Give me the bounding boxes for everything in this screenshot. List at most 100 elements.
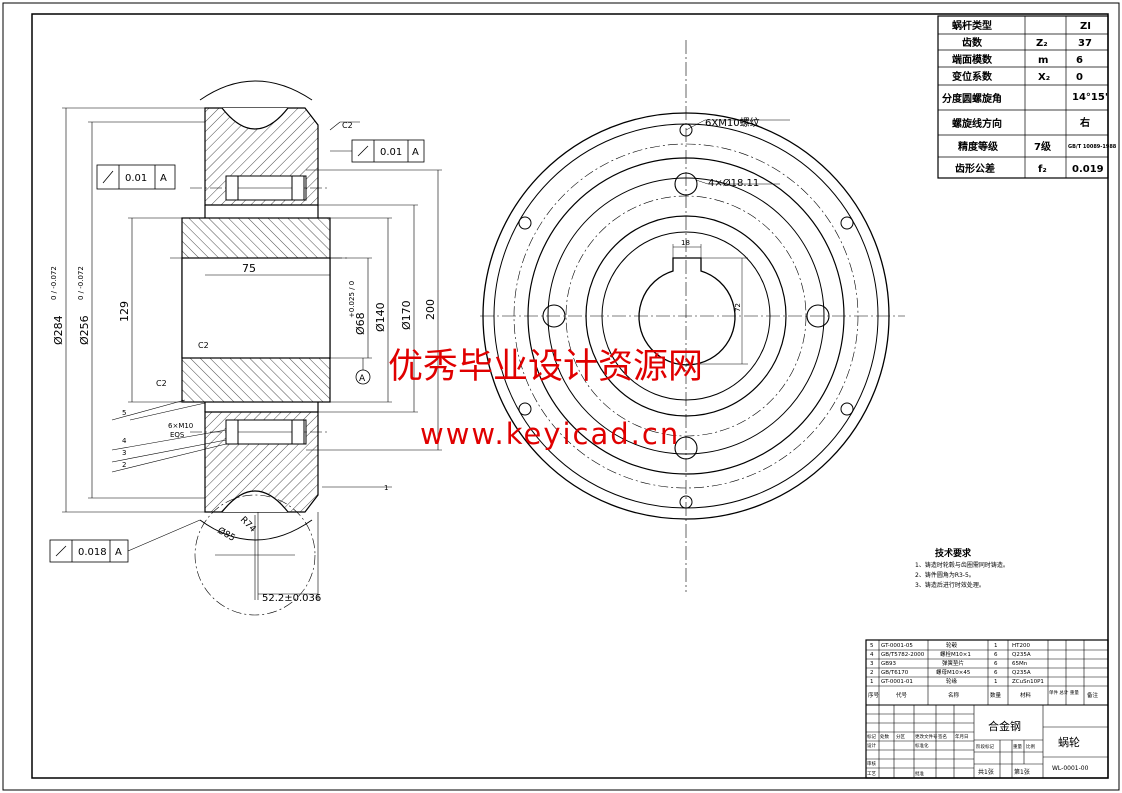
side-view-labels: 6XM10螺纹 4×Ø18.11 18 72 (681, 116, 760, 312)
bom-name-4: 轮缘 (946, 677, 958, 685)
chamfer-c2-left: C2 (156, 379, 167, 388)
watermark: 优秀毕业设计资源网 www.keyicad.cn (388, 347, 703, 451)
threaded-holes-label: 6XM10螺纹 (705, 116, 760, 129)
watermark-url: www.keyicad.cn (420, 417, 680, 451)
dim-d68-tol: +0.025 / 0 (348, 281, 356, 318)
tb-label-process: 工艺 (867, 771, 876, 777)
param-label-1: 齿数 (962, 36, 983, 49)
bom-code-0: GT-0001-05 (881, 643, 913, 649)
title-block-text: 合金钢 蜗轮 WL-0001-00 共1张 第1张 标记 处数 分区 更改文件号… (867, 719, 1089, 777)
bom-head-weight: 单件 总计 重量 (1049, 689, 1079, 696)
dim-d170: Ø170 (400, 300, 413, 330)
param-val-0: ZI (1080, 21, 1091, 32)
param-val-3: 0 (1076, 72, 1083, 83)
drawing-number: WL-0001-00 (1052, 765, 1089, 772)
bom-mat-1: Q235A (1012, 652, 1031, 658)
param-sym-2: m (1038, 55, 1048, 66)
dim-phi85: Ø85 (216, 525, 238, 544)
bom-head-name: 名称 (948, 691, 960, 699)
param-sym-1: Z₂ (1036, 38, 1048, 49)
bom-text: 5 GT-0001-05 轮毂 1 HT200 4 GB/T5782-2000 … (868, 641, 1099, 699)
param-label-2: 端面模数 (952, 53, 993, 66)
param-label-0: 蜗杆类型 (952, 19, 992, 32)
dim-d284-tol: 0 / -0.072 (50, 266, 58, 300)
sheet-number: 第1张 (1014, 768, 1030, 776)
param-val-5: 右 (1079, 116, 1090, 129)
param-val-4: 14°15' (1072, 92, 1108, 103)
dim-d140: Ø140 (374, 302, 387, 332)
param-val-2: 6 (1076, 55, 1083, 66)
bom-no-0: 5 (870, 643, 874, 649)
callout-2: 2 (122, 461, 126, 469)
bom-no-1: 4 (870, 652, 874, 658)
tech-requirements: 技术要求 1、铸造时轮毂与齿圈需同时铸造。 2、铸件圆角为R3-5。 3、铸造后… (915, 547, 1009, 589)
bom-code-2: GB93 (881, 661, 897, 667)
dim-129: 129 (118, 301, 131, 322)
bom-mat-4: ZCuSn10P1 (1012, 679, 1044, 685)
dim-d68: Ø68 (354, 312, 367, 335)
bom-name-3: 螺母M10×45 (936, 668, 971, 676)
bom-code-4: GT-0001-01 (881, 679, 913, 685)
bom-grid (865, 639, 1109, 779)
bom-code-3: GB/T6170 (881, 670, 909, 676)
param-sym-3: X₂ (1038, 72, 1050, 83)
key-height: 72 (734, 303, 742, 312)
param-val-1: 37 (1078, 38, 1092, 49)
tech-item-1: 1、铸造时轮毂与齿圈需同时铸造。 (915, 561, 1009, 569)
key-width: 18 (681, 239, 690, 247)
tb-label-review: 审核 (867, 760, 876, 767)
watermark-title: 优秀毕业设计资源网 (388, 347, 703, 387)
bom-mat-2: 65Mn (1012, 661, 1028, 667)
inner-border (31, 13, 1109, 779)
bom-qty-4: 1 (994, 679, 998, 685)
sheet-total: 共1张 (978, 768, 994, 776)
tb-label-count: 处数 (880, 733, 889, 740)
part-name: 蜗轮 (1058, 735, 1080, 749)
tb-label-mark: 标记 (867, 733, 876, 740)
tb-label-design: 设计 (867, 742, 876, 749)
tb-label-stage: 阶段标记 (976, 743, 994, 750)
param-label-3: 变位系数 (952, 70, 993, 83)
bom-head-code: 代号 (896, 691, 908, 699)
callout-5: 5 (122, 409, 126, 417)
gtol2-ref: A (412, 147, 419, 158)
tb-label-date: 年月日 (955, 733, 969, 740)
param-sym-7: f₂ (1038, 164, 1047, 175)
parameter-table (937, 15, 1109, 179)
bolt-holes-label: 4×Ø18.11 (708, 177, 759, 189)
bom-qty-3: 6 (994, 670, 998, 676)
tb-label-std: 标准化 (915, 742, 929, 749)
tb-label-zone: 分区 (896, 733, 905, 740)
gtol3-ref: A (115, 547, 122, 558)
tech-item-2: 2、铸件圆角为R3-5。 (915, 571, 975, 579)
section-view (49, 80, 442, 616)
param-val-7: 0.019 (1072, 164, 1104, 175)
param-label-4: 分度圆螺旋角 (942, 92, 1002, 105)
bom-no-2: 3 (870, 661, 874, 667)
bom-mat-0: HT200 (1012, 643, 1030, 649)
side-view (480, 40, 905, 592)
param-label-7: 齿形公差 (955, 162, 995, 175)
dim-width: 52.2±0.036 (262, 593, 321, 604)
bom-mat-3: Q235A (1012, 670, 1031, 676)
tech-item-3: 3、铸造后进行时效处理。 (915, 581, 985, 589)
bom-no-3: 2 (870, 670, 874, 676)
callout-1: 1 (384, 484, 388, 492)
tb-label-approve: 批准 (915, 770, 924, 777)
bom-name-1: 螺栓M10×1 (940, 650, 971, 658)
bom-head-remark: 备注 (1087, 691, 1099, 699)
bom-qty-2: 6 (994, 661, 998, 667)
bom-no-4: 1 (870, 679, 874, 685)
bom-name-2: 弹簧垫片 (942, 659, 964, 667)
dim-d284: Ø284 (52, 315, 65, 345)
eqs-label: EQS (170, 431, 185, 439)
callout-3: 3 (122, 449, 126, 457)
tb-label-scale: 比例 (1026, 743, 1035, 750)
bom-name-0: 轮毂 (946, 641, 958, 649)
callout-4: 4 (122, 437, 127, 445)
material-text: 合金钢 (988, 719, 1021, 733)
gtol3-value: 0.018 (78, 547, 107, 558)
param-label-5: 螺旋线方向 (952, 117, 1002, 130)
